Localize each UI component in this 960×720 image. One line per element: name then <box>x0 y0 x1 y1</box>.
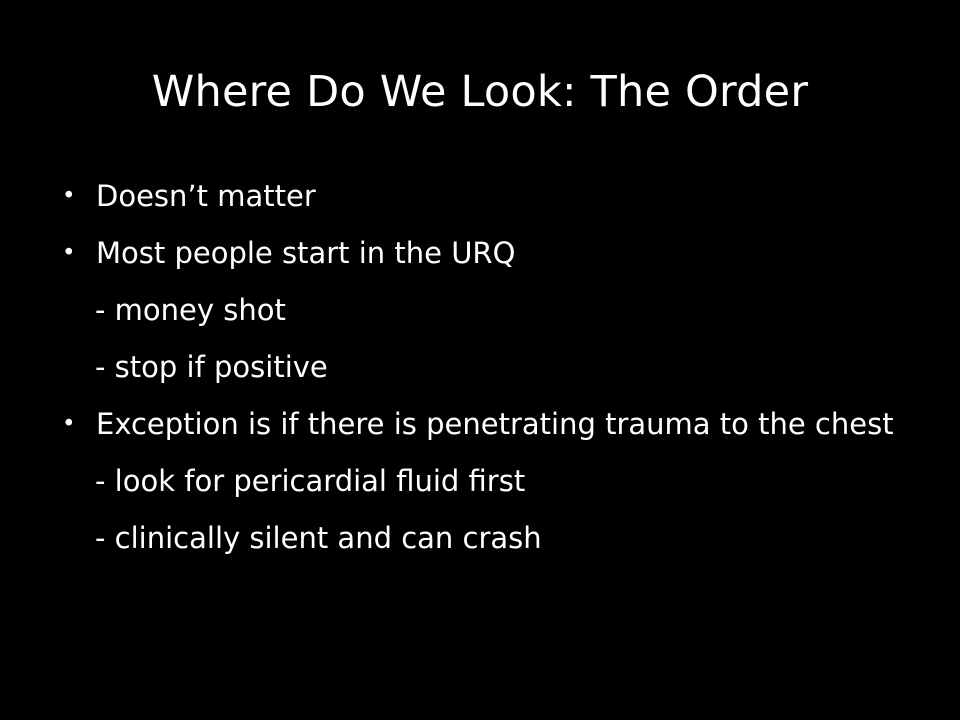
bullet-item: • Most people start in the URQ <box>58 233 908 273</box>
sub-text: - clinically silent and can crash <box>95 521 542 555</box>
bullet-dot-icon: • <box>62 183 76 209</box>
bullet-text: Doesn’t matter <box>96 179 316 213</box>
slide-body: • Doesn’t matter • Most people start in … <box>58 176 908 575</box>
sub-item: - look for pericardial fluid first <box>58 461 908 501</box>
bullet-item: • Exception is if there is penetrating t… <box>58 404 908 444</box>
bullet-dot-icon: • <box>62 411 76 437</box>
sub-item: - money shot <box>58 290 908 330</box>
sub-text: - money shot <box>95 293 286 327</box>
sub-text: - stop if positive <box>95 350 328 384</box>
bullet-item: • Doesn’t matter <box>58 176 908 216</box>
slide-title: Where Do We Look: The Order <box>151 67 809 117</box>
sub-item: - clinically silent and can crash <box>58 518 908 558</box>
bullet-text: Most people start in the URQ <box>96 236 516 270</box>
bullet-text: Exception is if there is penetrating tra… <box>96 407 894 441</box>
sub-text: - look for pericardial fluid first <box>95 464 526 498</box>
sub-item: - stop if positive <box>58 347 908 387</box>
bullet-dot-icon: • <box>62 240 76 266</box>
